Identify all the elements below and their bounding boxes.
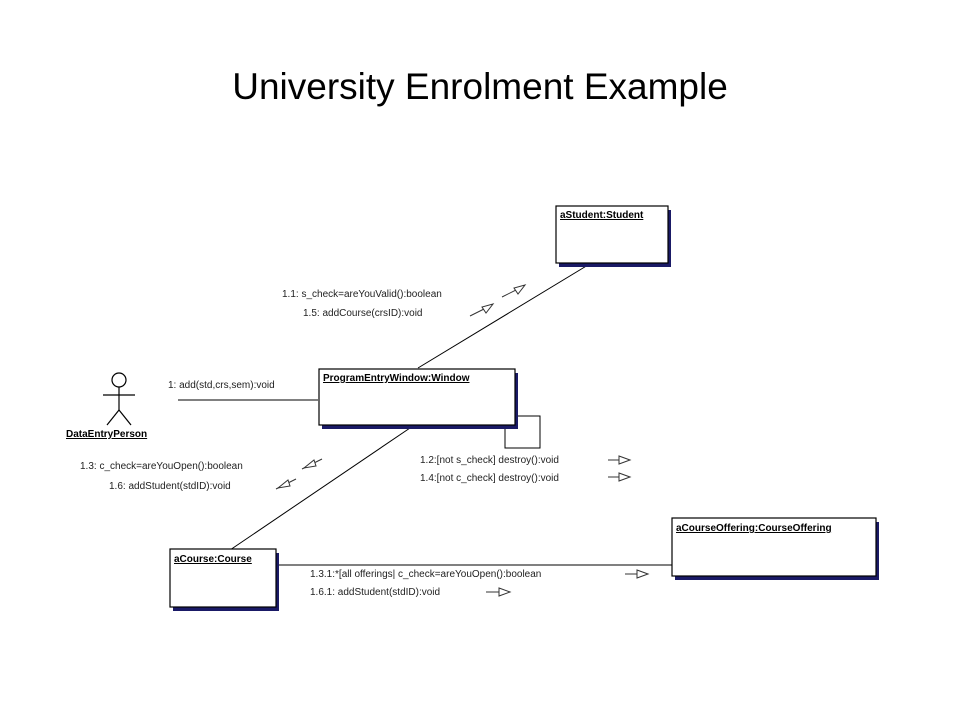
object-window[interactable]: ProgramEntryWindow:Window — [318, 368, 518, 429]
message-1-1: 1.1: s_check=areYouValid():boolean — [282, 289, 442, 300]
message-1-6-1: 1.6.1: addStudent(stdID):void — [310, 587, 440, 598]
message-1-4: 1.4:[not c_check] destroy():void — [420, 473, 559, 484]
arrow-1-1 — [501, 284, 527, 298]
link-window-student — [417, 264, 589, 369]
message-1-5: 1.5: addCourse(crsID):void — [303, 308, 423, 319]
object-student-name: aStudent:Student — [560, 210, 644, 221]
arrow-1-3-1 — [625, 569, 650, 579]
arrow-1-2 — [608, 455, 632, 465]
link-window-course — [229, 427, 411, 551]
actor-head — [111, 372, 127, 388]
object-offering-name: aCourseOffering:CourseOffering — [676, 523, 832, 534]
actor-name: DataEntryPerson — [66, 429, 147, 440]
arrow-1-3 — [301, 458, 323, 470]
object-course[interactable]: aCourse:Course — [169, 548, 279, 611]
self-link-window — [504, 415, 541, 449]
object-offering[interactable]: aCourseOffering:CourseOffering — [671, 517, 879, 580]
message-1: 1: add(std,crs,sem):void — [168, 380, 275, 391]
message-1-2: 1.2:[not s_check] destroy():void — [420, 455, 559, 466]
message-1-3-1: 1.3.1:*[all offerings| c_check=areYouOpe… — [310, 569, 541, 580]
object-window-name: ProgramEntryWindow:Window — [323, 373, 470, 384]
object-student[interactable]: aStudent:Student — [555, 205, 671, 267]
arrow-1-6-1 — [486, 587, 512, 597]
slide-title: University Enrolment Example — [232, 66, 728, 107]
object-course-name: aCourse:Course — [174, 554, 252, 565]
arrow-1-6 — [275, 478, 297, 490]
actor-data-entry-person[interactable]: DataEntryPerson — [66, 372, 147, 440]
arrow-1-4 — [608, 472, 632, 482]
message-1-3: 1.3: c_check=areYouOpen():boolean — [80, 461, 243, 472]
message-1-6: 1.6: addStudent(stdID):void — [109, 481, 231, 492]
arrow-1-5 — [469, 303, 495, 317]
